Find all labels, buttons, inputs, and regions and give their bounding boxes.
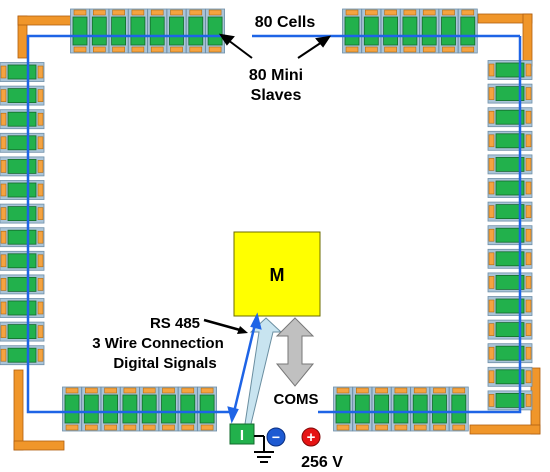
coms-label: COMS [274,391,319,408]
cell-unit [0,180,45,200]
cell-unit [487,107,533,128]
cell-unit [0,274,45,295]
cell-unit [89,8,110,54]
cell-unit [0,250,45,271]
cell-unit [487,390,533,411]
cell-row-bottom-left [62,386,218,432]
negative-sign: − [272,429,280,445]
cell-unit [487,130,533,151]
cell-unit [62,386,82,432]
rs485-label-line2: 3 Wire Connection [92,335,224,352]
cell-unit [205,8,226,54]
cell-unit [70,8,90,54]
label-backdrop [228,10,342,30]
cell-unit [487,343,533,364]
negative-terminal-icon [266,427,286,447]
cell-unit [333,386,353,432]
cell-unit [147,8,168,54]
interface-label: I [240,427,244,444]
cell-row-bottom-right [333,386,469,432]
rs485-label-line3: Digital Signals [113,355,216,372]
cells-label: 80 Cells [255,14,316,31]
cell-row-top-left [70,8,226,54]
cell-unit [0,132,45,153]
cell-unit [487,319,533,340]
cell-unit [487,296,533,316]
master-label: M [270,265,285,285]
cell-unit [457,8,478,54]
cell-unit [380,8,401,54]
cell-unit [100,386,121,432]
positive-terminal-icon [301,427,321,447]
cell-unit [352,386,373,432]
cell-unit [177,386,198,432]
cell-unit [0,203,45,224]
cell-unit [438,8,459,54]
cell-unit [0,298,45,318]
cell-unit [119,386,140,432]
cell-unit [419,8,440,54]
rs485-arrow [244,317,283,425]
cell-column-right [487,60,533,411]
cell-unit [0,109,45,130]
cell-unit [487,201,533,222]
cell-unit [185,8,206,54]
cell-unit [0,345,45,366]
cell-unit [399,8,420,54]
rs485-bus-line [26,34,522,414]
cell-unit [108,8,129,54]
cell-unit [487,225,533,246]
cell-unit [487,60,533,80]
cell-unit [81,386,102,432]
coms-double-arrow [275,317,315,387]
cell-unit [487,366,533,387]
master-controller [233,231,321,317]
cell-unit [0,321,45,342]
cell-unit [158,386,179,432]
ground-icon [254,435,274,463]
cell-row-top-right [342,8,478,54]
cell-unit [342,8,362,54]
cell-unit [448,386,469,432]
cell-unit [166,8,187,54]
cell-unit [487,178,533,198]
interface-module [229,423,255,445]
slaves-label-line2: Slaves [251,87,302,104]
rs485-wire-arrow [227,312,262,424]
cell-unit [197,386,218,432]
orange-interconnects [13,13,541,451]
cell-unit [0,85,45,106]
cell-unit [127,8,148,54]
cell-unit [487,272,533,293]
cell-unit [0,227,45,248]
slaves-pointers [218,33,332,59]
cell-unit [139,386,160,432]
slaves-label-line1: 80 Mini [249,67,303,84]
rs485-label-line1: RS 485 [150,315,200,332]
rs485-pointer [203,318,248,334]
cell-unit [0,62,45,82]
cell-unit [429,386,450,432]
cell-unit [361,8,382,54]
positive-sign: + [307,429,316,446]
cell-unit [390,386,411,432]
voltage-label: 256 V [301,454,343,471]
cell-unit [0,156,45,177]
cell-column-left [0,62,45,366]
cell-unit [371,386,392,432]
cell-unit [487,248,533,269]
cell-unit [487,83,533,104]
cell-unit [487,154,533,175]
cell-unit [410,386,431,432]
